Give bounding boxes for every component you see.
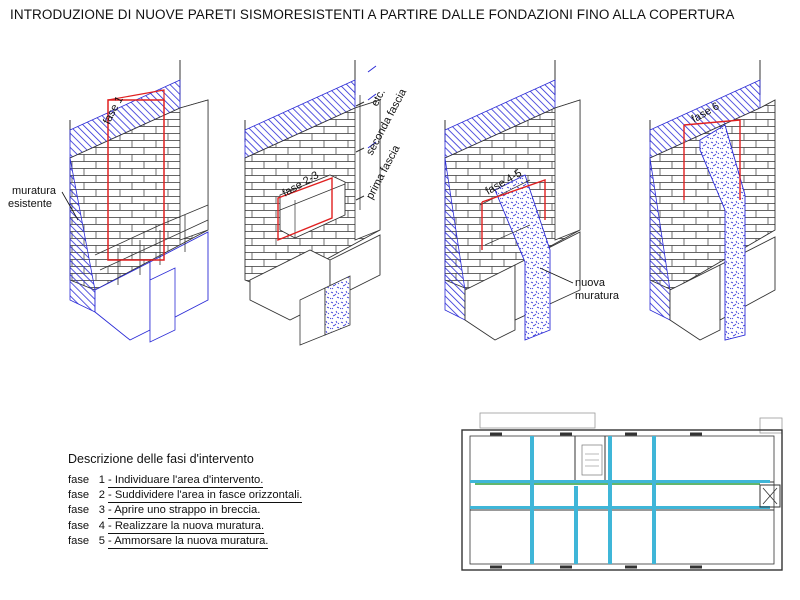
floor-plan — [461, 412, 783, 571]
step-number: 1 — [98, 474, 105, 486]
wall-drawing-fase-4-5 — [444, 60, 581, 341]
label-etc: etc. — [369, 87, 388, 108]
legend-step: fase 3- Aprire uno strappo in breccia. — [68, 503, 302, 519]
step-word: fase — [68, 489, 90, 502]
legend-step: fase 5- Ammorsare la nuova muratura. — [68, 534, 302, 550]
phase-legend: Descrizione delle fasi d'intervento fase… — [68, 452, 303, 550]
step-number: 5 — [98, 534, 105, 547]
wall-drawing-fase-1 — [69, 60, 209, 343]
step-number: 4 — [98, 519, 105, 532]
wall-drawing-fase-6 — [649, 60, 776, 341]
legend-step: fase 1- Individuare l'area d'intervento. — [68, 473, 302, 489]
step-number: 2 — [98, 489, 105, 502]
legend-heading: Descrizione delle fasi d'intervento — [68, 452, 254, 466]
step-number: 3 — [98, 504, 105, 517]
page-title: INTRODUZIONE DI NUOVE PARETI SISMORESIST… — [10, 7, 735, 22]
step-word: fase — [68, 519, 90, 532]
step-text: - Suddividere l'area in fasce orizzontal… — [108, 488, 303, 504]
label-muratura-esistente-line1: muratura — [12, 185, 57, 197]
step-word: fase — [68, 474, 90, 486]
label-muratura-esistente: muratura esistente — [8, 185, 79, 221]
wall-drawing-fase-2-3 — [244, 60, 381, 346]
legend-step: fase 2- Suddividere l'area in fasce orizz… — [68, 488, 303, 504]
step-word: fase — [68, 504, 90, 517]
label-muratura-esistente-line2: esistente — [8, 198, 52, 210]
step-text: - Individuare l'area d'intervento. — [108, 473, 264, 489]
legend-step: fase 4- Realizzare la nuova muratura. — [68, 519, 302, 534]
step-text: - Ammorsare la nuova muratura. — [108, 534, 269, 550]
step-word: fase — [68, 534, 90, 547]
label-nuova-muratura-line1: nuova — [575, 277, 606, 289]
step-text: - Realizzare la nuova muratura. — [108, 519, 265, 534]
label-nuova-muratura: nuova muratura — [539, 267, 620, 302]
label-nuova-muratura-line2: muratura — [575, 290, 620, 302]
step-text: - Aprire uno strappo in breccia. — [108, 503, 261, 519]
